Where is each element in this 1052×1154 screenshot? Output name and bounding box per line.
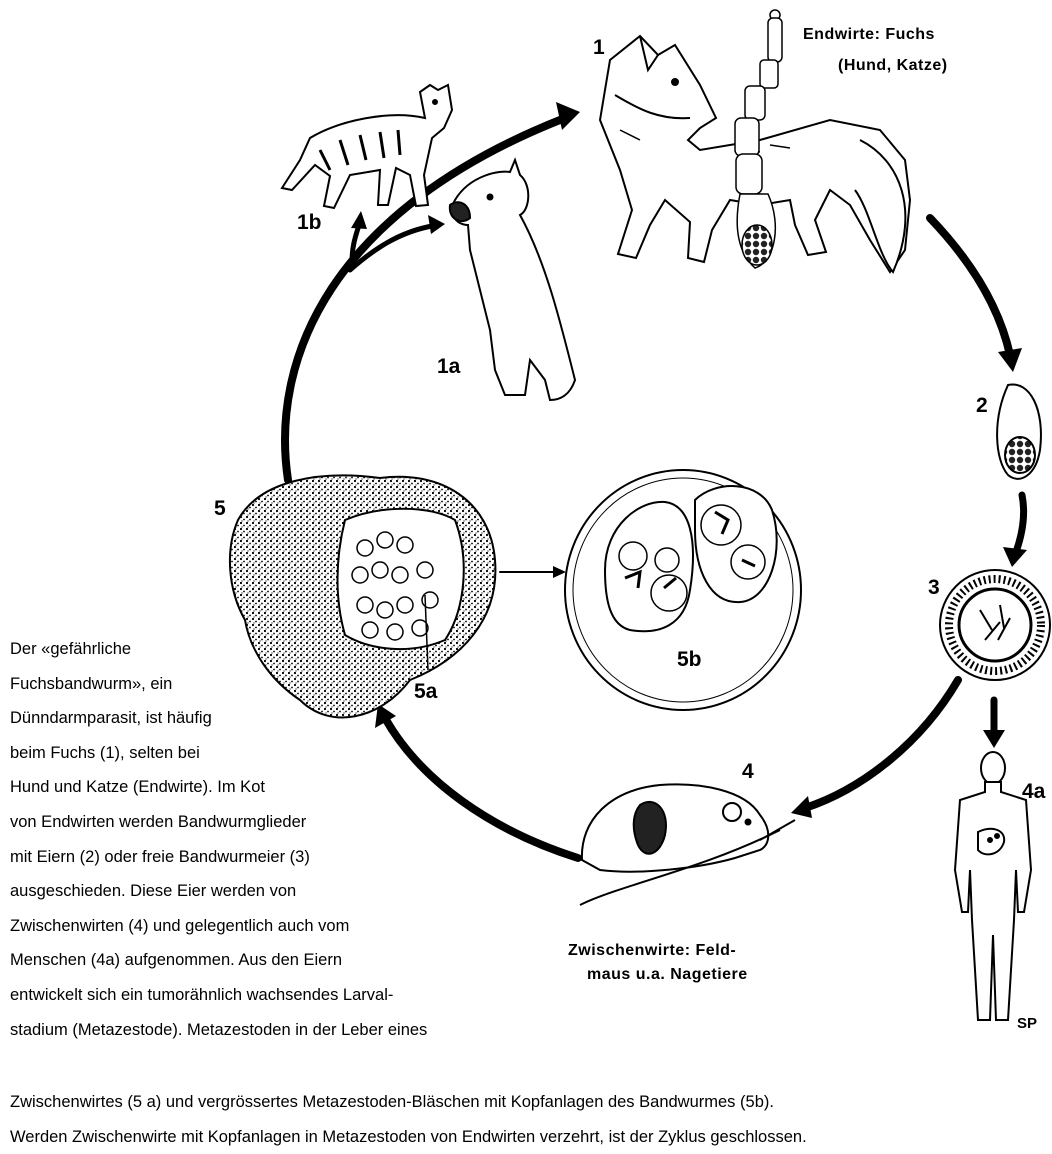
arrowhead-fox <box>556 102 580 130</box>
arrowhead-egg <box>1003 547 1027 567</box>
arrowhead-dog <box>428 215 445 234</box>
caption-line: beim Fuchs (1), selten bei <box>10 736 570 771</box>
arrow-fox-to-proglottid <box>930 218 1010 355</box>
definitive-host-note: (Hund, Katze) <box>838 57 948 74</box>
arrowhead-cat <box>351 211 367 229</box>
label-liver: 5 <box>214 497 226 520</box>
mouse-illustration <box>580 784 795 905</box>
arrow-proglottid-to-egg <box>1016 495 1024 552</box>
caption-line: Menschen (4a) aufgenommen. Aus den Eiern <box>10 943 570 978</box>
caption-line: von Endwirten werden Bandwurmglieder <box>10 805 570 840</box>
arrow-egg-to-mouse <box>805 680 958 808</box>
arrowhead-mouse <box>791 796 812 818</box>
vesicle-illustration <box>565 470 801 710</box>
caption-line: Zwischenwirten (4) und gelegentlich auch… <box>10 909 570 944</box>
label-vesicle: 5b <box>677 648 702 671</box>
label-fox: 1 <box>593 36 605 59</box>
caption-line: ausgeschieden. Diese Eier werden von <box>10 874 570 909</box>
label-egg: 3 <box>928 576 940 599</box>
caption-line: Dünndarmparasit, ist häufig <box>10 701 570 736</box>
human-illustration <box>955 752 1031 1020</box>
caption-line: Fuchsbandwurm», ein <box>10 667 570 702</box>
caption-line: Der «gefährliche <box>10 632 570 667</box>
dog-illustration <box>450 160 575 400</box>
intermediate-host-note: maus u.a. Nagetiere <box>587 966 748 983</box>
caption-line: Werden Zwischenwirte mit Kopfanlagen in … <box>10 1120 1050 1154</box>
cat-illustration <box>282 85 452 208</box>
caption-text: Der «gefährliche Fuchsbandwurm», ein Dün… <box>10 632 570 1047</box>
caption-line: mit Eiern (2) oder freie Bandwurmeier (3… <box>10 840 570 875</box>
definitive-host-title: Endwirte: Fuchs <box>803 26 935 43</box>
label-mouse: 4 <box>742 760 754 783</box>
proglottid-illustration <box>997 384 1041 478</box>
arrowhead-proglottid <box>998 348 1022 372</box>
caption-line: entwickelt sich ein tumorähnlich wachsen… <box>10 978 570 1013</box>
label-proglottid: 2 <box>976 394 988 417</box>
label-human: 4a <box>1022 780 1046 803</box>
caption-line: stadium (Metazestode). Metazestoden in d… <box>10 1013 570 1048</box>
label-dog: 1a <box>437 355 461 378</box>
caption-line: Zwischenwirtes (5 a) und vergrössertes M… <box>10 1085 1050 1120</box>
intermediate-host-title: Zwischenwirte: Feld- <box>568 942 736 959</box>
caption-text-full-width: Zwischenwirtes (5 a) und vergrössertes M… <box>10 1085 1050 1154</box>
egg-illustration <box>940 570 1050 680</box>
caption-line: Hund und Katze (Endwirte). Im Kot <box>10 770 570 805</box>
label-cat: 1b <box>297 211 322 234</box>
arrowhead-human <box>983 730 1005 748</box>
arrowhead-vesicle <box>553 566 566 578</box>
label-signature: SP <box>1017 1015 1037 1032</box>
